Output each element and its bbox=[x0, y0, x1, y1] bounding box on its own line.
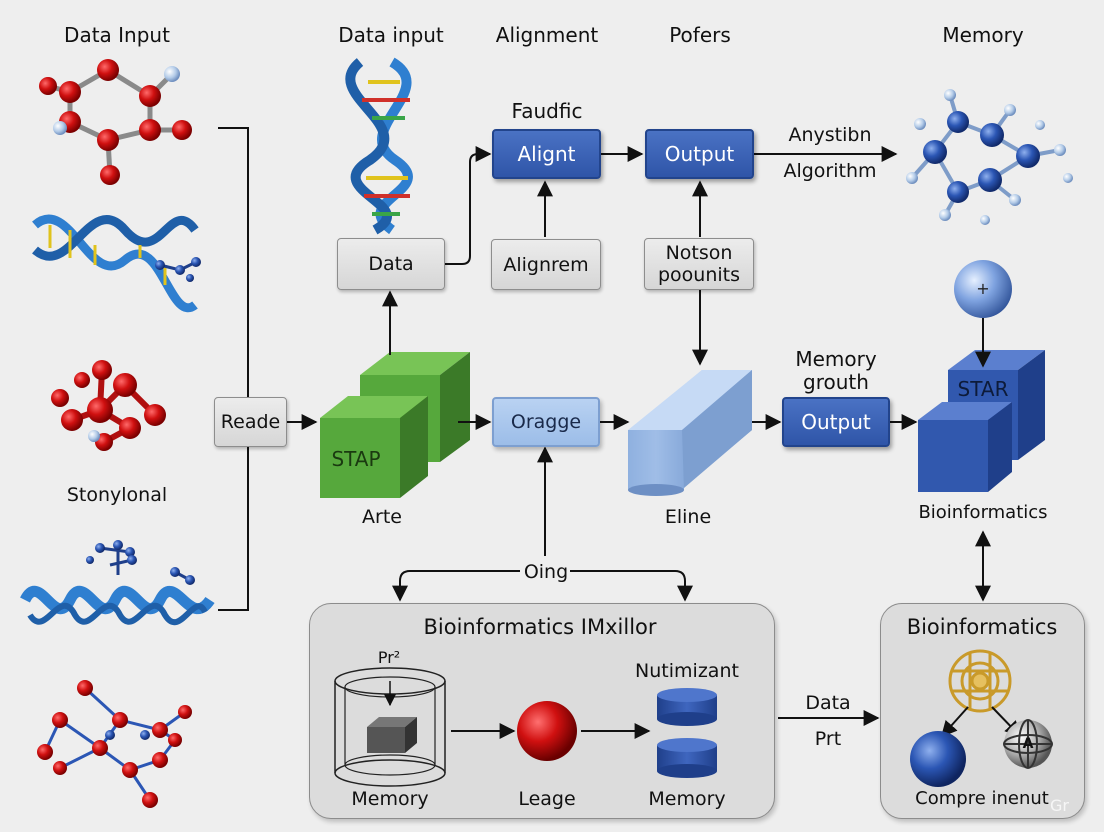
anystibn-label: Anystibn bbox=[788, 124, 872, 146]
database-icon bbox=[657, 688, 717, 778]
align-node: Alignt bbox=[492, 129, 601, 179]
watermark: Gr bbox=[1050, 796, 1069, 815]
header-pofers: Pofers bbox=[669, 23, 731, 47]
stonylonal-label: Stonylonal bbox=[66, 484, 168, 506]
dna-helix-icon bbox=[345, 57, 413, 235]
oing-label: Oing bbox=[523, 561, 569, 583]
panel-right-title: Bioinformatics bbox=[906, 615, 1058, 639]
arte-label: Arte bbox=[362, 506, 402, 528]
faudfic-label: Faudfic bbox=[511, 99, 583, 123]
output-mid-node: Output bbox=[782, 397, 890, 447]
container-cylinder-icon bbox=[334, 667, 446, 787]
header-memory: Memory bbox=[942, 23, 1024, 47]
panel-right-caption: Compre inenut bbox=[915, 788, 1049, 809]
blue-sphere-icon bbox=[910, 731, 966, 787]
stap-label: STAP bbox=[331, 447, 381, 471]
prt-label: Prt bbox=[814, 728, 842, 750]
notson-line2: poounits bbox=[657, 264, 741, 286]
left-bracket bbox=[218, 127, 249, 611]
mesh-sphere-letter: A bbox=[1022, 736, 1034, 752]
sphere-symbol: + bbox=[976, 279, 990, 298]
panel-left-graphics bbox=[334, 667, 717, 787]
sphere-node-icon bbox=[954, 260, 1012, 318]
stap-cube-icon bbox=[320, 352, 470, 498]
gold-lattice-icon bbox=[948, 649, 1012, 713]
star-cube-icon bbox=[918, 350, 1045, 492]
header-data-input-2: Data input bbox=[338, 23, 444, 47]
data-arrow-label: Data bbox=[805, 692, 851, 714]
alignrem-node: Alignrem bbox=[491, 239, 601, 290]
eline-label: Eline bbox=[664, 506, 712, 528]
header-alignment: Alignment bbox=[495, 23, 599, 47]
header-data-input: Data Input bbox=[64, 23, 170, 47]
data-node: Data bbox=[337, 238, 445, 290]
output-top-node: Output bbox=[645, 129, 754, 179]
memory-left-label: Memory bbox=[351, 788, 429, 810]
molecule-network-icon bbox=[37, 680, 192, 808]
molecule-cluster-red-icon bbox=[51, 360, 166, 451]
panel-right-graphics bbox=[910, 649, 1053, 787]
star-label: STAR bbox=[957, 377, 1009, 401]
molecule-ring-icon bbox=[39, 59, 192, 185]
pr-label: Pr² bbox=[377, 648, 401, 667]
eline-cylinder-icon bbox=[628, 370, 752, 496]
leage-label: Leage bbox=[518, 788, 576, 810]
algorithm-label: Algorithm bbox=[783, 160, 877, 182]
nutimizant-label: Nutimizant bbox=[635, 660, 739, 682]
bioinformatics-right-label: Bioinformatics bbox=[918, 502, 1048, 523]
oragge-node: Oragge bbox=[492, 397, 600, 447]
protein-helix-icon bbox=[20, 540, 215, 626]
mesh-sphere-icon bbox=[1003, 719, 1053, 769]
notson-node: Notson poounits bbox=[644, 238, 754, 290]
leage-sphere-icon bbox=[517, 701, 577, 761]
molecule-blue-icon bbox=[906, 89, 1073, 225]
notson-line1: Notson bbox=[665, 242, 733, 264]
memory-right-label: Memory bbox=[648, 788, 726, 810]
panel-left-title: Bioinformatics IMxillor bbox=[423, 615, 657, 639]
memory-grouth-line2: grouth bbox=[803, 370, 869, 394]
memory-grouth-line1: Memory bbox=[795, 347, 877, 371]
dna-strand-left-icon bbox=[32, 214, 201, 313]
reade-node: Reade bbox=[214, 397, 287, 447]
